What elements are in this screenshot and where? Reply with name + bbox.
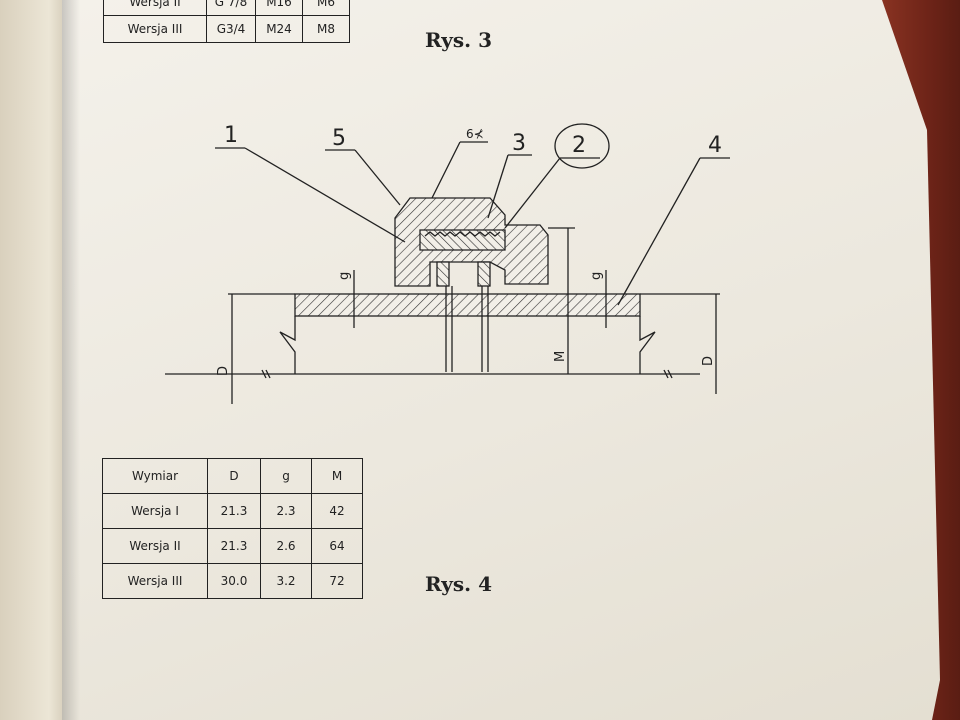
callout-2: 2 bbox=[572, 133, 586, 158]
table-row: Wersja II 21.3 2.6 64 bbox=[102, 528, 363, 564]
dimension-table: Wymiar D g M Wersja I 21.3 2.3 42 Wersja… bbox=[102, 458, 363, 599]
dim-g-right: g bbox=[589, 272, 604, 280]
table-cell: 64 bbox=[311, 528, 363, 564]
header-cell: D bbox=[207, 458, 261, 494]
thread-lines bbox=[424, 231, 501, 237]
dim-g-left: g bbox=[337, 272, 352, 280]
callout-4: 4 bbox=[708, 133, 722, 158]
dim-M: M bbox=[553, 351, 568, 362]
dim-D-left: D bbox=[216, 366, 231, 376]
table-cell: 21.3 bbox=[207, 528, 261, 564]
table-cell: 2.6 bbox=[260, 528, 312, 564]
table-cell: Wersja III bbox=[103, 15, 207, 43]
callout-5: 5 bbox=[332, 126, 346, 151]
header-cell: Wymiar bbox=[102, 458, 208, 494]
table-cell: 21.3 bbox=[207, 493, 261, 529]
table-cell: Wersja III bbox=[102, 563, 208, 599]
table-cell: 3.2 bbox=[260, 563, 312, 599]
caption-rys-3: Rys. 3 bbox=[425, 28, 492, 52]
header-cell: M bbox=[311, 458, 363, 494]
table-row: Wersja III G3/4 M24 M8 bbox=[103, 15, 350, 43]
table-cell: M8 bbox=[302, 15, 350, 43]
angle-mark: 6⊀ bbox=[466, 127, 484, 141]
table-cell: Wersja II bbox=[102, 528, 208, 564]
caption-rys-4: Rys. 4 bbox=[425, 572, 492, 596]
page-fold-shadow bbox=[62, 0, 80, 720]
table-cell: M24 bbox=[255, 15, 303, 43]
base-plate bbox=[294, 293, 641, 317]
table-cell: Wersja I bbox=[102, 493, 208, 529]
header-cell: g bbox=[260, 458, 312, 494]
table-cell: 42 bbox=[311, 493, 363, 529]
stud-left bbox=[436, 261, 450, 287]
table-cell: 72 bbox=[311, 563, 363, 599]
document-page bbox=[62, 0, 940, 720]
table-row: Wersja III 30.0 3.2 72 bbox=[102, 563, 363, 599]
table-row: Wersja I 21.3 2.3 42 bbox=[102, 493, 363, 529]
stud-right bbox=[477, 261, 491, 287]
dim-D-right: D bbox=[701, 356, 716, 366]
table-cell: 2.3 bbox=[260, 493, 312, 529]
callout-3: 3 bbox=[512, 131, 526, 156]
callout-1: 1 bbox=[224, 123, 238, 148]
previous-page-edge bbox=[0, 0, 70, 720]
table-cell: G3/4 bbox=[206, 15, 256, 43]
table-cell: 30.0 bbox=[207, 563, 261, 599]
table-header-row: Wymiar D g M bbox=[102, 458, 363, 494]
top-dimension-table: Wersja II G 7/8 M16 M6 Wersja III G3/4 M… bbox=[103, 0, 350, 43]
